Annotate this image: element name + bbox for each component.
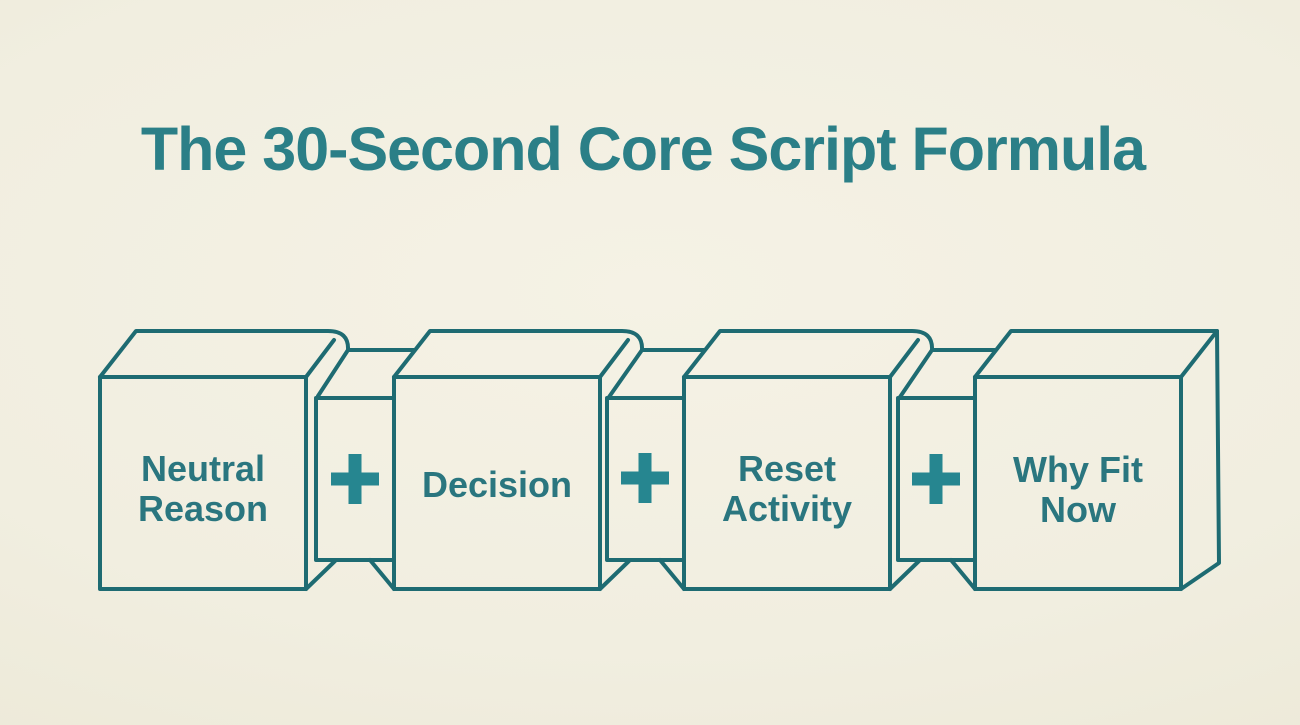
plus-icon: + [331,454,379,504]
step-label-line: Reason [138,488,268,529]
box-top-face [392,329,645,399]
box-front [98,375,308,591]
box-bottom-slant [598,559,631,591]
step-label-line: Reset [738,448,836,489]
diagram-linework [98,329,1221,591]
connector-bottom-slant [949,558,977,591]
box-roll-edge [304,338,336,379]
step-labels: Neutral Reason Decision Reset Activity W… [138,448,1143,530]
connector-bottom-slant [368,558,396,591]
step-label-line: Now [1040,489,1117,530]
step-box-1 [98,329,416,591]
box-front [392,375,602,591]
box-front [682,375,892,591]
connector-bottom-slant [658,558,686,591]
plus-icon: + [912,454,960,504]
box-roll-edge [888,338,920,379]
connector-panel-2 [605,396,686,562]
box-right-face [1179,329,1221,591]
connector-panel-1 [314,396,396,562]
connector-panel-3 [896,396,977,562]
page-title: The 30-Second Core Script Formula [141,115,1147,183]
step-box-2 [392,329,706,591]
step-label-line: Why Fit [1013,449,1143,490]
plus-icon: + [621,453,669,503]
box-top-face [973,329,1219,379]
step-box-4 [973,329,1221,591]
step-label-line: Activity [722,488,852,529]
box-top-face [682,329,935,399]
box-top-face [98,329,351,398]
step-label-line: Neutral [141,448,265,489]
operators: + + + [331,453,960,504]
box-front [973,375,1183,591]
box-bottom-slant [888,559,921,591]
box-roll-edge [598,338,630,379]
step-label-line: Decision [422,464,572,505]
box-bottom-slant [304,559,337,591]
step-box-3 [682,329,997,591]
